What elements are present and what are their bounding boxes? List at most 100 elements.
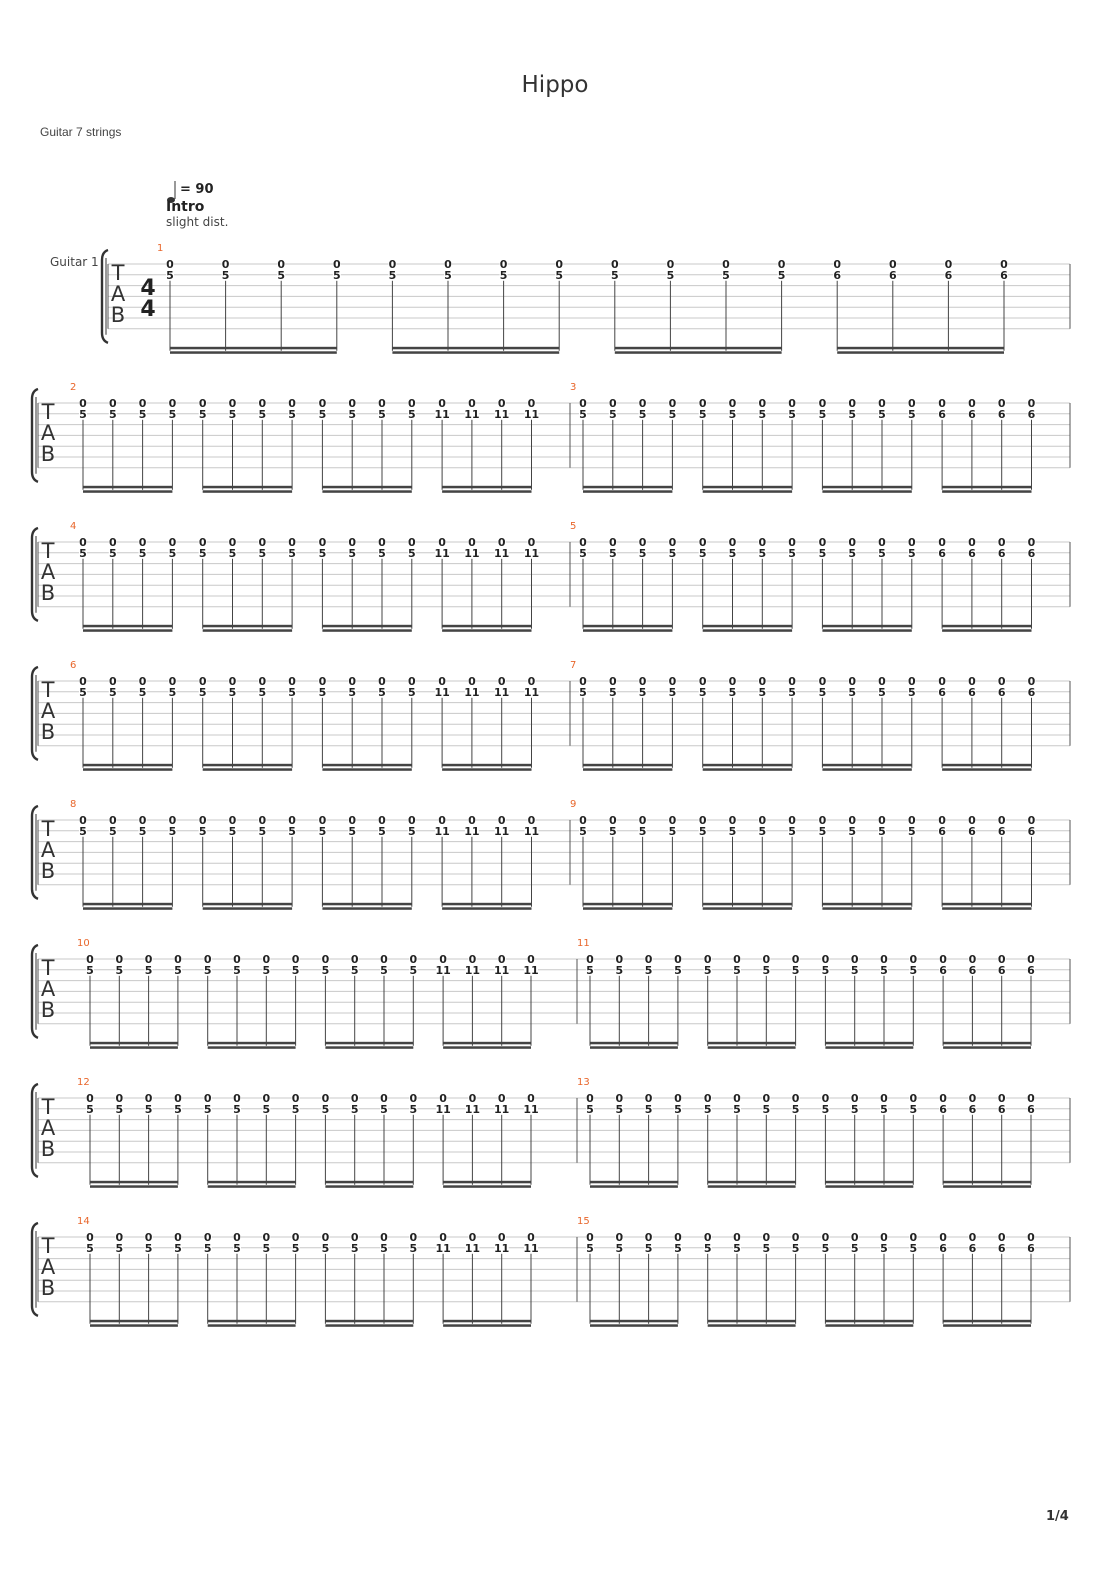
fret-bg [880,1103,888,1114]
fret-bg [728,537,737,547]
fret-number: 11 [434,408,449,421]
fret-bg [350,1242,359,1253]
beam [202,763,293,767]
fret-number: 0 [498,814,506,827]
fret-bg [673,1242,682,1253]
beam [822,629,912,632]
beam [825,1319,914,1323]
fret-number: 0 [468,397,476,410]
fret-number: 5 [351,964,359,977]
beam [822,907,912,910]
fret-number: 5 [229,408,237,421]
beam [207,1041,296,1045]
fret-number: 5 [351,1242,359,1255]
fret-number: 5 [86,1242,94,1255]
annotation-text: slight dist. [166,215,228,229]
fret-bg [444,269,452,280]
fret-number: 5 [86,964,94,977]
fret-bg [524,825,539,836]
fret-bg [318,815,327,825]
beam [942,763,1032,767]
fret-number: 0 [233,1092,241,1105]
fret-number: 0 [908,814,916,827]
fret-number: 11 [435,1103,450,1116]
fret-number: 0 [851,1231,859,1244]
fret-number: 0 [288,814,296,827]
fret-bg [909,1242,918,1253]
fret-bg [409,954,418,964]
beam [707,1046,796,1049]
fret-number: 0 [233,1231,241,1244]
fret-bg [967,686,976,697]
fret-number: 11 [465,1103,480,1116]
fret-bg [464,825,479,836]
fret-bg [380,1242,388,1253]
beam [614,346,782,350]
fret-number: 0 [439,1092,447,1105]
fret-bg [288,547,297,558]
fret-bg [168,686,177,697]
fret-number: 5 [579,547,587,560]
fret-number: 0 [229,675,237,688]
fret-number: 6 [1028,408,1036,421]
fret-number: 0 [169,675,177,688]
fret-number: 0 [468,675,476,688]
fret-bg [997,825,1006,836]
fret-number: 6 [1028,686,1036,699]
fret-number: 0 [788,536,796,549]
fret-number: 0 [258,397,266,410]
fret-bg [728,825,737,836]
fret-number: 5 [351,1103,359,1116]
fret-number: 5 [408,408,416,421]
beam [825,1041,914,1045]
fret-number: 11 [464,408,479,421]
beam [442,485,532,489]
fret-bg [788,815,797,825]
fret-bg [703,1093,712,1103]
fret-number: 5 [322,1242,330,1255]
fret-number: 5 [729,686,737,699]
fret-bg [348,686,357,697]
fret-number: 5 [378,547,386,560]
fret-bg [380,1232,388,1242]
fret-bg [821,954,830,964]
fret-bg [850,954,859,964]
fret-number: 5 [880,1242,888,1255]
fret-bg [438,398,447,408]
fret-bg [586,954,594,964]
beam [443,1324,531,1327]
fret-number: 5 [699,547,707,560]
fret-number: 5 [819,547,827,560]
beam [202,768,293,771]
fret-number: 0 [199,675,207,688]
fret-bg [318,547,327,558]
fret-bg [608,408,617,419]
fret-number: 0 [792,1092,800,1105]
tab-clef-letter: A [111,282,126,306]
fret-bg [791,954,800,964]
fret-number: 0 [833,258,841,271]
fret-bg [86,1093,94,1103]
fret-bg [848,686,857,697]
fret-bg [968,1232,977,1242]
fret-number: 0 [704,953,712,966]
fret-bg [168,676,177,686]
fret-number: 5 [579,408,587,421]
fret-bg [79,825,87,836]
fret-bg [638,537,647,547]
fret-bg [638,547,647,558]
fret-bg [1027,398,1036,408]
fret-bg [291,964,300,975]
fret-number: 5 [762,964,770,977]
fret-bg [758,398,767,408]
beam [583,490,673,493]
fret-bg [465,1103,480,1114]
fret-number: 0 [878,536,886,549]
fret-number: 5 [229,686,237,699]
fret-number: 5 [699,408,707,421]
fret-bg [608,398,617,408]
fret-number: 0 [669,814,677,827]
fret-bg [762,1232,771,1242]
fret-bg [348,676,357,686]
fret-number: 0 [609,814,617,827]
